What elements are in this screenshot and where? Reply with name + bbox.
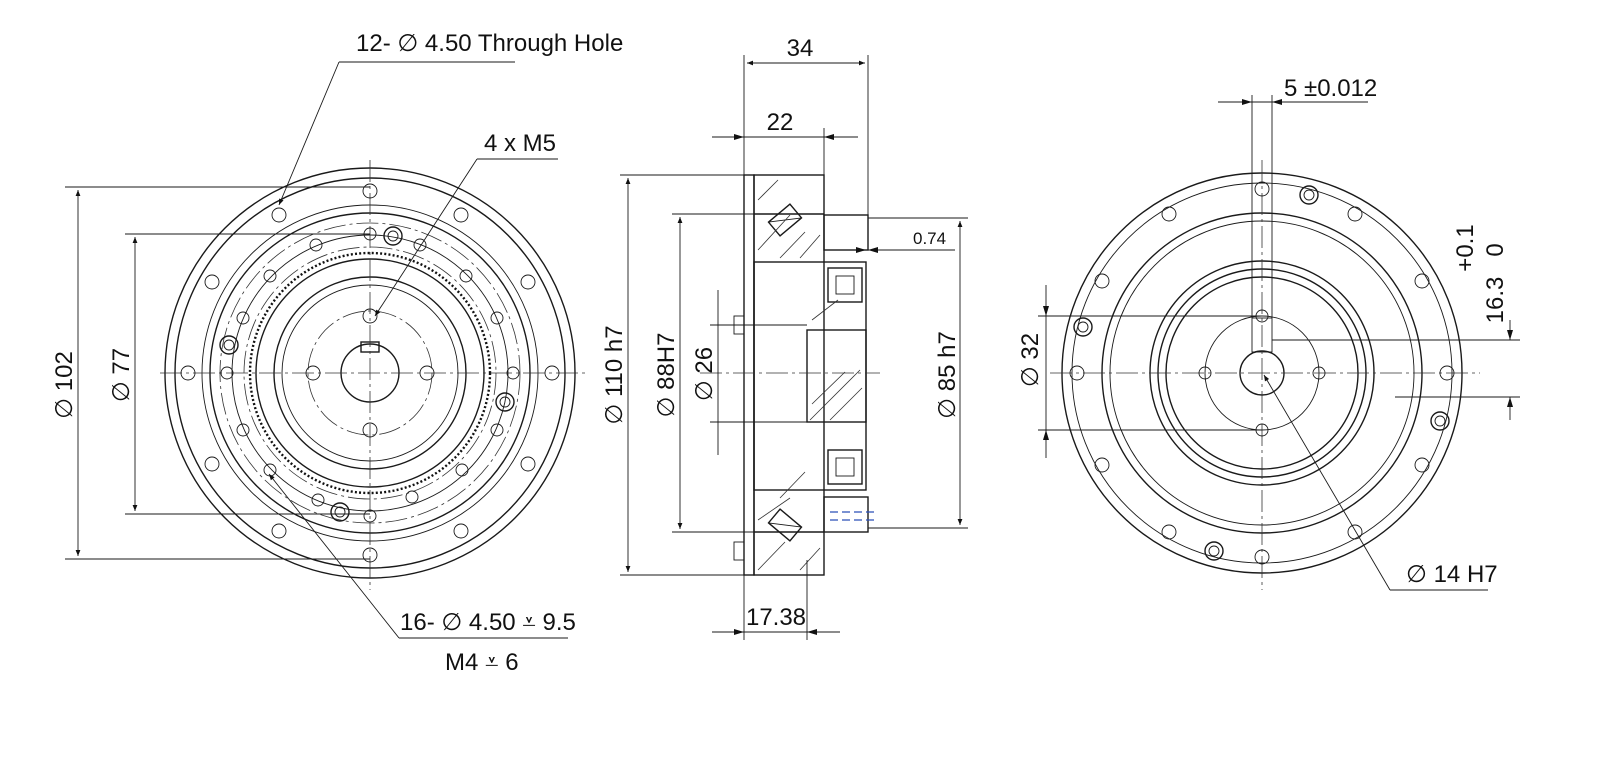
front-view-body <box>160 160 585 590</box>
dim-width-total-label: 34 <box>787 35 814 62</box>
mid-holes <box>220 227 520 523</box>
callout-thread-top-label: 4 x M5 <box>484 130 556 157</box>
dim-inner-label: ∅ 77 <box>108 348 135 402</box>
dim-32-label: ∅ 32 <box>1017 333 1044 387</box>
rear-threaded <box>1073 185 1450 561</box>
dim-keyheight: 16.3 0 +0.1 <box>1272 224 1520 420</box>
callout-through-hole: 12- ∅ 4.50 Through Hole <box>278 30 623 206</box>
inner-holes <box>305 308 435 438</box>
dim-inner: ∅ 77 <box>108 233 370 515</box>
callout-through-hole-label: 12- ∅ 4.50 Through Hole <box>356 30 623 57</box>
threaded-holes <box>219 226 515 522</box>
dim-88: ∅ 88H7 <box>653 213 754 533</box>
callout-bore-label: ∅ 14 H7 <box>1406 561 1498 588</box>
front-view: ∅ 102 ∅ 77 12- ∅ 4.50 Through Hole 4 x M… <box>51 30 623 676</box>
dim-26-label: ∅ 26 <box>691 347 718 401</box>
dim-tol-lower-label: 0 <box>1482 243 1509 256</box>
callout-bore: ∅ 14 H7 <box>1263 374 1498 591</box>
dim-88-label: ∅ 88H7 <box>653 333 680 418</box>
dim-width-total: 34 <box>743 35 869 215</box>
dim-keyway: 5 ±0.012 <box>1218 75 1377 318</box>
dim-outer-label: ∅ 102 <box>51 351 78 419</box>
dim-gap-label: 0.74 <box>913 229 946 248</box>
through-holes <box>180 183 560 563</box>
dim-tol-upper-label: +0.1 <box>1452 224 1479 271</box>
dim-keyway-label: 5 ±0.012 <box>1284 75 1377 102</box>
callout-thread-top: 4 x M5 <box>374 130 558 317</box>
dim-85: ∅ 85 h7 <box>868 217 968 529</box>
rear-view-body <box>1050 160 1480 590</box>
dim-outer: ∅ 102 <box>51 186 370 560</box>
dim-110-label: ∅ 110 h7 <box>601 325 628 424</box>
dim-85-label: ∅ 85 h7 <box>934 331 961 419</box>
callout-holes-line2: M4 ⩡ 6 <box>445 649 519 676</box>
dim-bottom-label: 17.38 <box>746 604 806 631</box>
dim-32: ∅ 32 <box>1017 285 1262 458</box>
hatch-top <box>757 179 863 571</box>
dim-gap: 0.74 <box>824 229 955 253</box>
side-view-body <box>700 174 880 576</box>
rear-view: 5 ±0.012 16.3 0 +0.1 ∅ 32 ∅ 14 H7 <box>1017 75 1520 591</box>
callout-holes-line1: 16- ∅ 4.50 ⩡ 9.5 <box>400 609 576 636</box>
callout-holes: 16- ∅ 4.50 ⩡ 9.5 M4 ⩡ 6 <box>268 473 576 676</box>
dim-26: ∅ 26 <box>691 290 807 455</box>
dim-110: ∅ 110 h7 <box>601 174 744 576</box>
dim-width-body: 22 <box>712 109 858 175</box>
dim-width-body-label: 22 <box>767 109 794 136</box>
dim-bottom: 17.38 <box>712 560 840 640</box>
dim-keyheight-label: 16.3 <box>1482 277 1509 324</box>
side-view: 34 22 0.74 17.38 ∅ 110 h7 <box>601 35 968 640</box>
